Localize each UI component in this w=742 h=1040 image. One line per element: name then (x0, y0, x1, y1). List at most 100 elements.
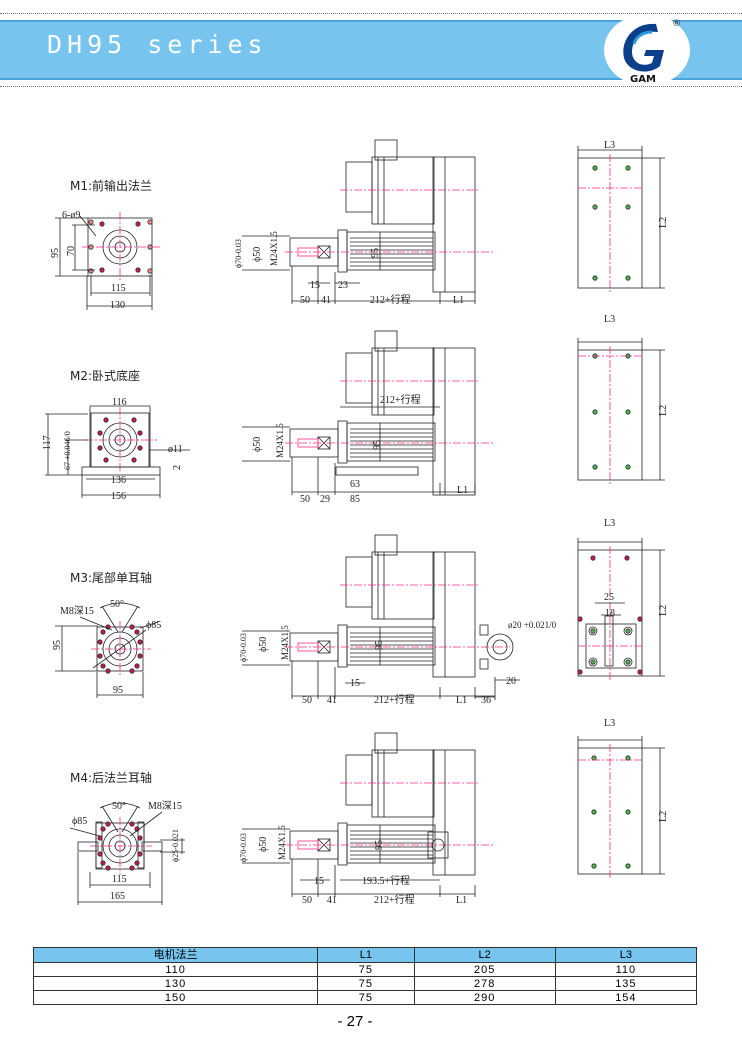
bolt-hole (97, 835, 103, 841)
bolt-hole (625, 659, 631, 665)
cylinder-body (346, 824, 436, 864)
bolt-hole (591, 755, 597, 761)
gearbox-plate (432, 551, 476, 678)
table-cell: 290 (413, 990, 556, 1005)
bolt-hole (129, 624, 135, 630)
bolt-hole (625, 165, 631, 171)
registered-mark: ® (672, 19, 681, 29)
dim-label: 212+行程 (370, 293, 411, 306)
bolt-ring (623, 626, 633, 636)
bolt-hole (88, 219, 94, 225)
gam-logo: GAM ® (604, 14, 690, 86)
bolt-hole (625, 409, 631, 415)
dim-label: 36 (481, 695, 491, 706)
dim-label: 2 (172, 465, 183, 470)
encoder (345, 754, 373, 806)
column-header: L1 (317, 947, 415, 963)
dim-label: 63 (350, 479, 360, 490)
table-header-row: 电机法兰 L1 L2 L3 (32, 947, 698, 963)
dim-label: 156 (111, 491, 126, 502)
bolt-ring (623, 657, 633, 667)
logo-g-icon (623, 23, 664, 72)
table-cell: 278 (413, 976, 556, 991)
bolt-hole (625, 275, 631, 281)
dimension-line (69, 827, 101, 837)
dim-label: 50 (302, 695, 312, 706)
bolt-hole (105, 821, 111, 827)
clevis-ear (479, 624, 489, 636)
dim-label: 67 +0.046/0 (63, 431, 72, 470)
column-header: 电机法兰 (32, 947, 319, 963)
dim-label: ϕ70-0.03 (239, 833, 248, 862)
bolt-hole (134, 860, 140, 866)
table-cell: 154 (554, 990, 698, 1005)
rear-flange-block (427, 831, 449, 859)
dim-label: M8深15 (60, 605, 94, 617)
encoder (345, 352, 373, 404)
bolt-hole (137, 653, 143, 659)
dim-label: M24X1.5 (277, 825, 287, 860)
bolt-hole (147, 244, 153, 250)
dim-label: 95 (50, 248, 61, 258)
dim-label: L1 (456, 695, 467, 706)
dim-label: 212+行程 (374, 893, 415, 906)
base-foot (81, 466, 161, 476)
section-title-m4: M4:后法兰耳轴 (70, 770, 152, 785)
dim-label: 95 (374, 640, 385, 650)
dim-label: 95 (372, 440, 383, 450)
dim-label: M24X1.5 (275, 423, 285, 458)
connector (374, 534, 398, 556)
dim-label: ϕ50 (252, 247, 263, 262)
dim-label: 193.5+行程 (362, 874, 410, 887)
bolt-hole (131, 457, 137, 463)
bolt-hole (88, 244, 94, 250)
clevis-tongue (604, 615, 614, 667)
dim-label: ϕ50 (252, 437, 263, 452)
dim-label: 20 (506, 676, 516, 687)
dimension-line (101, 805, 119, 833)
column-header: L3 (554, 947, 698, 963)
bolt-hole (591, 809, 597, 815)
table-cell: 75 (317, 962, 415, 977)
dim-label: L3 (604, 718, 615, 729)
header-bottom-divider (0, 86, 742, 87)
bolt-hole (624, 555, 630, 561)
dimension-line (121, 805, 139, 833)
encoder (345, 161, 373, 213)
cylinder-body (346, 626, 436, 666)
dim-label: 18 (605, 608, 615, 619)
dim-label: ϕ85 (72, 816, 87, 827)
bolt-hole (625, 809, 631, 815)
dim-label: 212+行程 (374, 693, 415, 706)
bolt-hole (134, 629, 140, 635)
dim-label: 50° (112, 801, 126, 812)
bolt-hole (99, 267, 105, 273)
bolt-hole (134, 663, 140, 669)
bolt-hole (97, 445, 103, 451)
bolt-hole (137, 835, 143, 841)
dimension-line (129, 811, 163, 837)
cylinder-body (346, 422, 436, 462)
bolt-hole (129, 865, 135, 871)
dim-label: ϕ70-0.03 (234, 239, 243, 268)
section-title-m3: M3:尾部单耳轴 (70, 570, 152, 585)
dim-label: L1 (457, 485, 468, 496)
table-cell: 75 (317, 976, 415, 991)
dimension-line (92, 629, 147, 669)
dim-label: 6-ø9 (62, 210, 80, 221)
dim-label: ø20 +0.021/0 (508, 620, 557, 630)
dim-label: 95 (52, 640, 63, 650)
dim-label: 115 (112, 874, 127, 885)
dim-label: 95 (370, 248, 381, 258)
dim-label: 15 (314, 876, 324, 887)
bolt-hole (100, 629, 106, 635)
bolt-hole (577, 669, 583, 675)
bolt-ring (588, 626, 598, 636)
dim-label: L2 (658, 605, 669, 616)
bolt-hole (103, 417, 109, 423)
section-title-m2: M2:卧式底座 (70, 368, 140, 383)
motor (371, 749, 435, 818)
